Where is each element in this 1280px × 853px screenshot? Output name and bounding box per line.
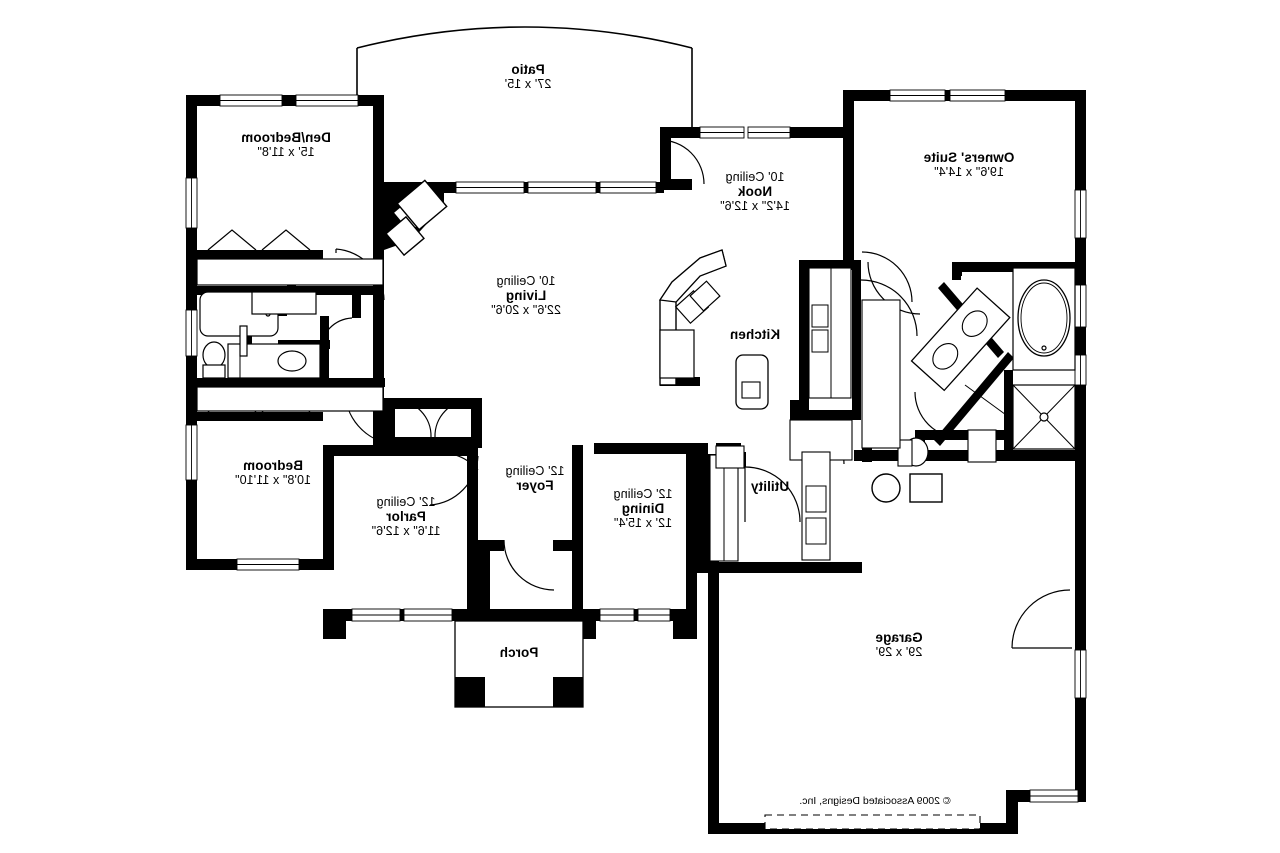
furnace-icon xyxy=(909,473,943,503)
doors xyxy=(207,139,1072,649)
porch-column xyxy=(553,677,583,707)
windows xyxy=(185,89,1087,803)
water-heater-icon xyxy=(871,473,901,503)
fireplace-icon xyxy=(384,179,448,257)
fixtures xyxy=(196,179,1076,562)
porch-structure xyxy=(454,620,584,708)
porch-column xyxy=(455,677,485,707)
kitchen-counter xyxy=(658,249,727,386)
garage-door xyxy=(764,814,981,830)
copyright-notice: © 2009 Associated Designs, Inc. xyxy=(799,795,951,807)
patio-outline xyxy=(356,26,693,130)
